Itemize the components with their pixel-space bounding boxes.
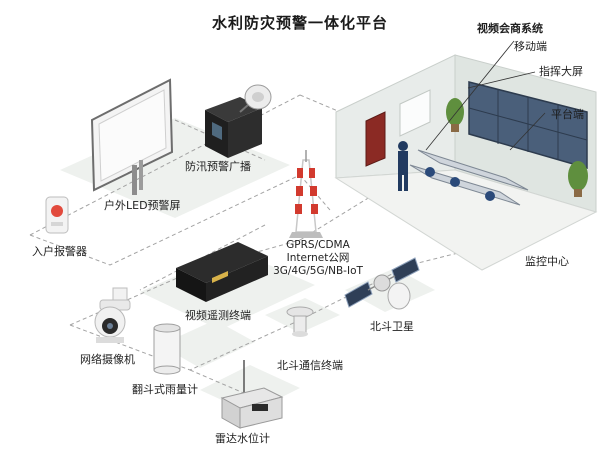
rain-gauge-icon: [153, 323, 181, 375]
broadcast-label: 防汛预警广播: [185, 160, 251, 173]
satellite-icon: [344, 257, 420, 310]
beidou-satellite-label: 北斗卫星: [370, 320, 414, 333]
rain-gauge-label: 翻斗式雨量计: [132, 383, 198, 396]
mobile-label: 移动端: [514, 40, 547, 53]
platform-label: 平台端: [551, 108, 584, 121]
network-line-2: Internet公网: [286, 252, 350, 264]
home-alarm-label: 入户报警器: [32, 245, 87, 258]
home-alarm-icon: [45, 196, 69, 234]
center-pointer-lines: [425, 40, 546, 151]
video-terminal-icon: [176, 242, 268, 302]
tower-icon: [289, 150, 323, 238]
network-label: GPRS/CDMA Internet公网 3G/4G/5G/NB-IoT: [268, 239, 368, 278]
video-conference-label: 视频会商系统: [477, 22, 543, 35]
radar-level-icon: [220, 360, 284, 429]
led-screen-icon: [90, 78, 174, 195]
network-line-3: 3G/4G/5G/NB-IoT: [273, 265, 363, 277]
beidou-terminal-icon: [286, 306, 314, 337]
broadcast-speaker-icon: [205, 84, 272, 158]
network-line-1: GPRS/CDMA: [286, 239, 350, 251]
diagram-title: 水利防灾预警一体化平台: [211, 14, 388, 32]
monitor-center-room: [334, 54, 598, 271]
camera-label: 网络摄像机: [80, 353, 135, 366]
camera-icon: [94, 287, 131, 343]
radar-level-label: 雷达水位计: [215, 432, 270, 445]
monitor-center-label: 监控中心: [525, 255, 569, 268]
video-terminal-label: 视频遥测终端: [185, 309, 251, 322]
beidou-terminal-label: 北斗通信终端: [277, 359, 343, 372]
big-screen-label: 指挥大屏: [539, 65, 583, 78]
led-screen-label: 户外LED预警屏: [104, 199, 181, 212]
